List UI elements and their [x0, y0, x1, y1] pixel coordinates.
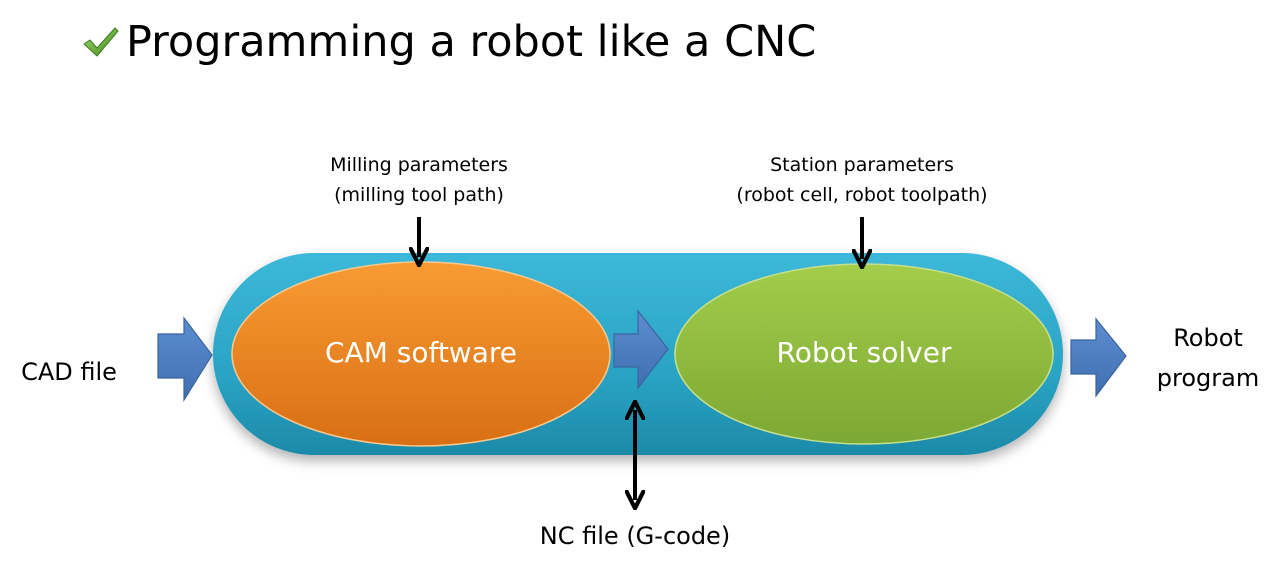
cad-input-arrow [157, 316, 213, 403]
page-title: Programming a robot like a CNC [126, 17, 817, 67]
milling-parameters-line2: (milling tool path) [334, 184, 504, 206]
station-parameters-line1: Station parameters [770, 154, 954, 176]
station-parameters-line2: (robot cell, robot toolpath) [736, 184, 988, 206]
slide-title: Programming a robot like a CNC [82, 12, 816, 72]
station-parameters-label: Station parameters (robot cell, robot to… [702, 150, 1022, 210]
cam-software-label: CAM software [324, 336, 517, 369]
milling-parameters-line1: Milling parameters [330, 154, 508, 176]
milling-parameters-label: Milling parameters (milling tool path) [269, 150, 569, 210]
nc-file-label: NC file (G-code) [539, 522, 731, 550]
cad-file-label: CAD file [21, 358, 117, 386]
checkmark-icon [83, 27, 119, 57]
robot-solver-label: Robot solver [776, 336, 952, 369]
robot-program-line2: program [1156, 364, 1260, 392]
robot-program-line1: Robot [1173, 324, 1243, 352]
robot-output-arrow [1070, 317, 1127, 398]
cam-to-solver-arrow [613, 309, 669, 390]
robot-program-label: Robot program [1140, 318, 1276, 398]
